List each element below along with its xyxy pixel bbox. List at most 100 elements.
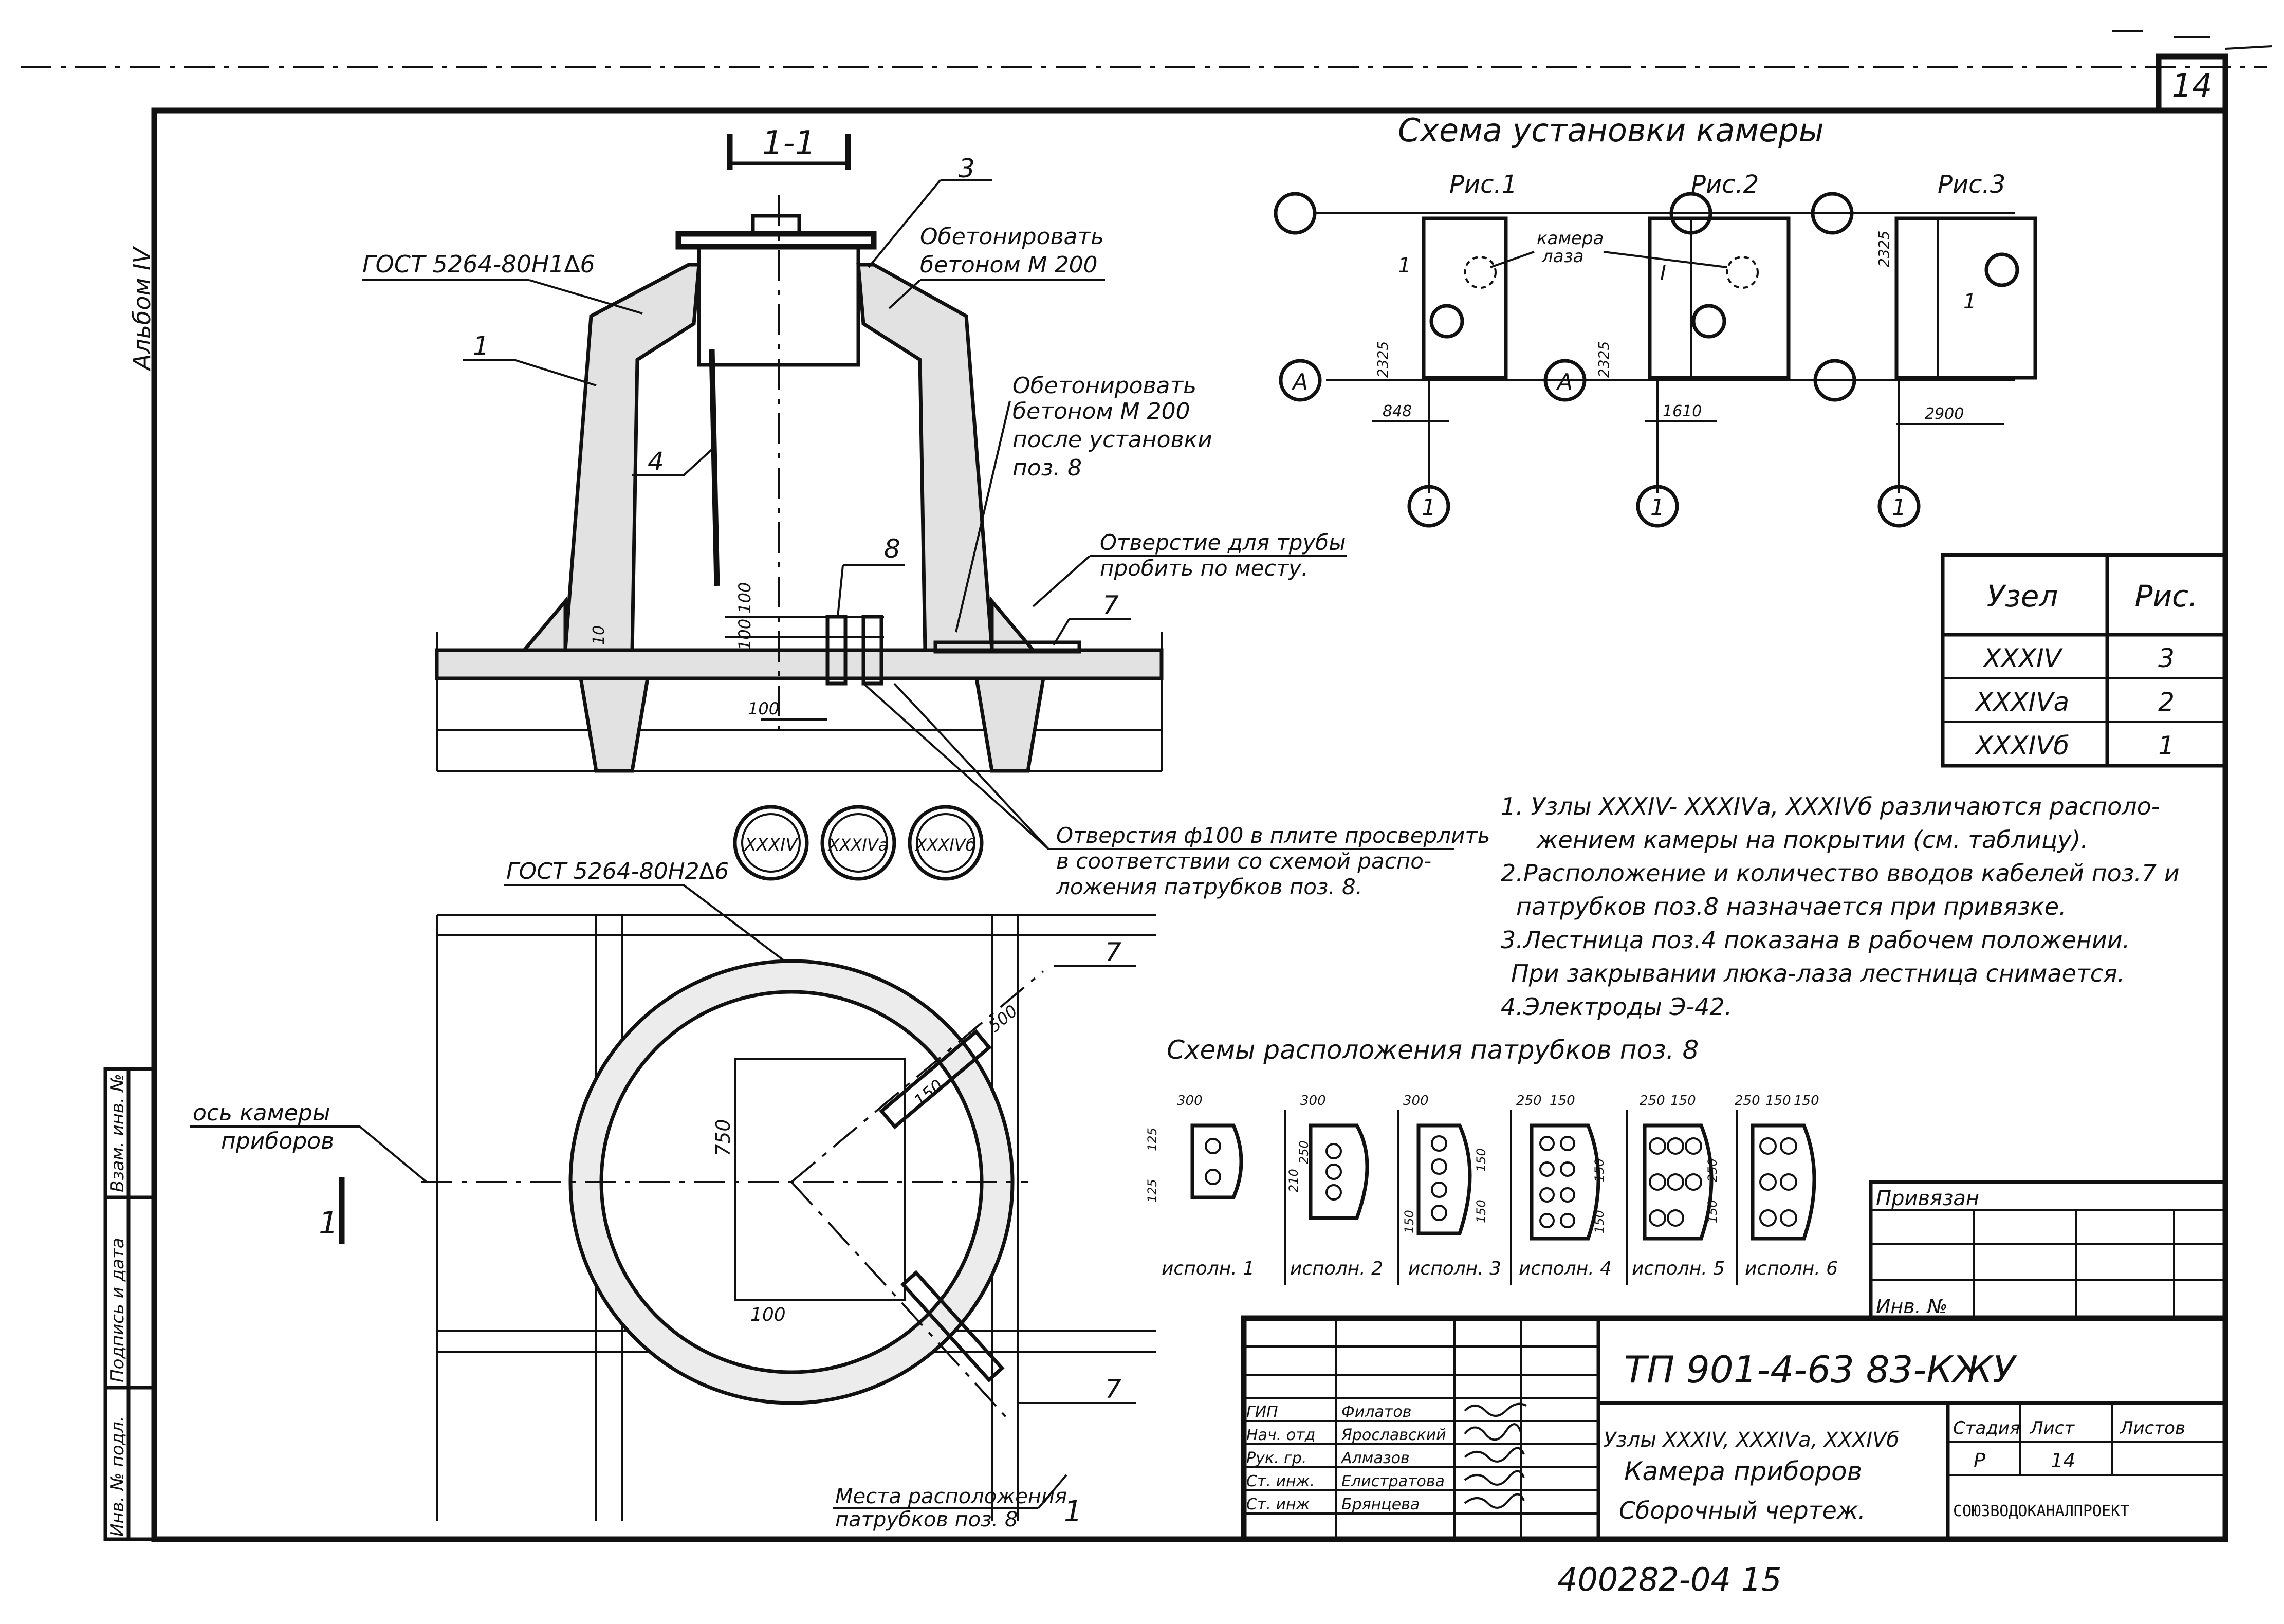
pipe-dim: 125 (1145, 1128, 1159, 1151)
title-block: Привязан Инв. № ГИП Филатов Нач. отд Яро… (1241, 1180, 2228, 1542)
concrete-note2-l1: Обетонировать (1012, 373, 1196, 399)
pipe-dim: 150 (1474, 1199, 1488, 1223)
pipe-dim: 150 (1794, 1093, 1819, 1109)
section-title: 1-1 (762, 124, 816, 162)
column-circle (1811, 192, 1854, 235)
staff-role: Ст. инж (1246, 1496, 1310, 1514)
holes-note-l1: Отверстия ф100 в плите просверлить (1056, 823, 1490, 848)
stage-header: Стадия (1953, 1418, 2020, 1438)
left-stamp: Инв. № подл. Подпись и дата Взам. инв. № (103, 1067, 156, 1541)
slab-rib-left (578, 676, 650, 773)
signature (1464, 1470, 1525, 1486)
pos8-label: 8 (884, 534, 900, 564)
axis-label-l2: приборов (221, 1128, 334, 1154)
variant-label: исполн. 6 (1745, 1258, 1838, 1279)
axis-a-2: А (1556, 369, 1573, 395)
inv-label: Инв. № (1876, 1295, 1947, 1318)
concrete-note1-l1: Обетонировать (920, 224, 1104, 250)
variant-label: исполн. 5 (1632, 1258, 1725, 1279)
album-label: Альбом IV (128, 246, 156, 372)
concrete-note1-l2: бетоном М 200 (920, 252, 1098, 278)
axis-a-1: А (1291, 369, 1308, 395)
section-mark-1: 1 (319, 1205, 338, 1241)
general-notes: 1. Узлы XXXIV- XXXIVа, XXXIVб различаютс… (1501, 792, 2180, 1021)
holes-note-l2: в соответствии со схемой распо- (1056, 848, 1431, 874)
table-row-fig: 1 (2158, 731, 2175, 761)
holes-note-l3: ложения патрубков поз. 8. (1056, 874, 1362, 899)
places-l2: патрубков поз. 8 (835, 1508, 1018, 1531)
pipe-dim: 250 (1640, 1093, 1665, 1109)
scheme-title: Схема установки камеры (1398, 112, 1824, 149)
node-table: Узел Рис. XXXIV 3 XXXIVа 2 XXXIVб 1 (1941, 553, 2227, 768)
stamp-inv-podl: Инв. № подл. (107, 1416, 128, 1537)
axis-a-circle-2 (1543, 359, 1587, 402)
note-line: 2.Расположение и количество вводов кабел… (1501, 859, 2180, 887)
plan-sec-mark-right: 1 (1064, 1495, 1082, 1528)
pipe-dim: 150 (1670, 1093, 1696, 1109)
pipe-dim: 150 (1550, 1093, 1575, 1109)
fig1-hatch (1429, 304, 1464, 339)
badge-xxxiv (733, 805, 809, 881)
staff-name: Ярославский (1341, 1426, 1446, 1444)
doc-code: ТП 901-4-63 83-КЖУ (1624, 1348, 2017, 1391)
axis-1-1: 1 (1422, 494, 1436, 521)
dim-100-100: 100 100 (735, 582, 754, 650)
table-row-node: XXXIVа (1974, 687, 2069, 717)
staff-name: Алмазов (1340, 1449, 1410, 1467)
staff-name: Филатов (1341, 1403, 1411, 1421)
hatch-cap (751, 214, 801, 236)
axis-1-circle-3 (1877, 485, 1921, 528)
axis-1-3: 1 (1892, 494, 1906, 521)
column-circle (1274, 192, 1317, 235)
dim-10: 10 (590, 625, 608, 645)
axis-1-circle-1 (1407, 485, 1450, 528)
roof-slab (435, 648, 1164, 680)
pos3-label: 3 (959, 154, 975, 183)
slab-rib-right (974, 676, 1046, 773)
dim-2900: 2900 (1925, 405, 1964, 423)
plan-gost-label: ГОСТ 5264-80Н2∆6 (506, 858, 729, 884)
table-row-node: XXXIV (1982, 643, 2064, 673)
staff-name: Брянцева (1341, 1496, 1420, 1514)
pipe-variant-6 (1751, 1123, 1816, 1241)
hole-note-l2: пробить по месту. (1100, 556, 1308, 581)
dim-2325-b: 2325 (1595, 341, 1612, 378)
title-line2: Камера приборов (1624, 1456, 1862, 1486)
title-line3: Сборочный чертеж. (1619, 1497, 1866, 1524)
variant-label: исполн. 3 (1408, 1258, 1501, 1279)
sheet-value: 14 (2051, 1449, 2075, 1472)
fig3-label: Рис.3 (1938, 170, 2005, 199)
axis-1-2: 1 (1650, 494, 1665, 521)
pipe-dim: 125 (1145, 1179, 1159, 1203)
concrete-note2-l2: бетоном М 200 (1012, 398, 1190, 425)
axis-1-circle-2 (1636, 485, 1679, 528)
badge-xxxiva (820, 805, 896, 881)
staff-role: Ст. инж. (1246, 1472, 1315, 1490)
signature (1464, 1447, 1525, 1463)
dim-100: 100 (748, 699, 779, 718)
dim-2325-c: 2325 (1875, 231, 1892, 267)
pipe-dim: 150 (1592, 1158, 1607, 1182)
axis-a-circle-1 (1279, 359, 1322, 402)
fig2-pos1: I (1660, 262, 1666, 285)
places-l1: Места расположения (835, 1485, 1067, 1508)
pipe-dim: 150 (1705, 1199, 1720, 1223)
variant-label: исполн. 4 (1519, 1258, 1612, 1279)
table-row-node: XXXIVб (1974, 731, 2070, 761)
pipe-dim: 250 (1705, 1158, 1720, 1182)
corner-box (2156, 53, 2228, 114)
haunch-left (520, 596, 567, 652)
table-header-node: Узел (1987, 579, 2058, 614)
pos7-label: 7 (1102, 590, 1119, 620)
table-header-fig: Рис. (2135, 579, 2198, 614)
variant-label: исполн. 1 (1162, 1258, 1255, 1279)
hole-note-l1: Отверстие для трубы (1100, 530, 1346, 555)
badge-xxxivb (908, 805, 984, 881)
signature (1464, 1493, 1525, 1509)
pipe-schemes: Схемы расположения патрубков поз. 8 испо… (1145, 1035, 1838, 1285)
pipe-variant-1 (1190, 1123, 1243, 1199)
staff-name: Елистратова (1341, 1472, 1445, 1490)
concrete-note2-l3: после установки (1012, 427, 1212, 453)
plan-view: ГОСТ 5264-80Н2∆6 ось камеры приборов 1 7… (190, 858, 1156, 1531)
